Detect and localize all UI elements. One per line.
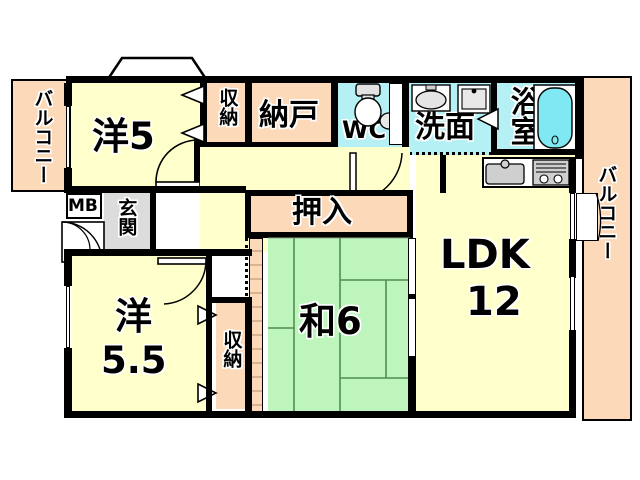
wall-room55-east-lower xyxy=(206,303,212,418)
balcony-left xyxy=(11,79,71,192)
japanese-room-6-label: 和6 xyxy=(299,300,362,343)
bathtub-fixture xyxy=(533,84,577,152)
storage-top-label: 収納 xyxy=(216,88,239,126)
wall-storage-bottom-top xyxy=(206,297,252,303)
folding-door-storage-top xyxy=(179,84,205,144)
entrance-genkan xyxy=(104,193,150,253)
western-room-5-label: 洋5 xyxy=(92,115,155,158)
western-room-5-5-label: 洋 xyxy=(115,295,152,338)
door-arc-room55 xyxy=(157,257,207,305)
wall-storage-top-bottom xyxy=(200,142,252,148)
bath-door-mark xyxy=(476,107,499,131)
balcony-door-ldk-upper xyxy=(570,193,575,241)
washroom-senmen-label: 洗面 xyxy=(415,110,475,145)
sliding-door-tatami-east-upper xyxy=(408,238,416,296)
storeroom-nando xyxy=(252,83,332,147)
wall-wc-right xyxy=(402,76,409,153)
balcony-door-ldk-lower xyxy=(570,276,575,332)
wall-genkan-top xyxy=(64,186,246,193)
closet-oshiire-label: 押入 xyxy=(292,195,352,230)
wall-bath-bottom xyxy=(497,149,581,155)
wc-door-panel xyxy=(389,83,403,145)
balcony-right xyxy=(582,76,632,421)
meter-box-label: MB xyxy=(68,196,98,216)
wall-ldk-kitchen-stub xyxy=(440,155,446,193)
wall-genkan-bottom xyxy=(64,249,252,256)
wall-ldk-east-mid xyxy=(569,239,576,278)
balcony-right-door-arc xyxy=(595,192,602,242)
wall-genkan-right xyxy=(150,193,156,253)
shoji-panel-lines xyxy=(250,250,262,406)
ldk-room xyxy=(416,155,575,416)
balcony-right-label: バルコニー xyxy=(595,165,618,260)
wall-nando-right xyxy=(331,76,338,148)
wall-west-room5-lower xyxy=(64,168,72,192)
wall-ldk-east-upper xyxy=(569,159,576,193)
closet-oshiire xyxy=(251,196,407,232)
wall-west-room55-lower xyxy=(64,348,72,418)
wash-basin-fixture xyxy=(411,84,451,112)
sliding-door-tatami-east-lower xyxy=(408,298,416,358)
storage-bottom-label: 収納 xyxy=(220,330,243,368)
toilet-fixture xyxy=(354,83,382,127)
wall-storage-top-right xyxy=(245,83,252,147)
western-room-5 xyxy=(71,83,200,189)
wall-west-room5-upper xyxy=(64,83,72,106)
washing-machine-pan xyxy=(457,84,491,114)
gas-stove-fixture xyxy=(532,159,570,186)
meter-box[interactable] xyxy=(66,193,102,219)
wall-senmen-bottom-dotted xyxy=(409,152,492,155)
western-room-5-5-size: 5.5 xyxy=(101,339,167,382)
wall-east-room5 xyxy=(194,138,201,190)
balcony-right-door-leaf xyxy=(576,193,598,241)
wall-east-outer-upper xyxy=(575,76,582,159)
ldk-label: LDK xyxy=(440,232,530,278)
wall-nando-bottom xyxy=(252,142,338,148)
storage-top xyxy=(206,83,246,147)
wall-ldk-east-lower xyxy=(569,330,576,418)
wall-tatami-east-mid xyxy=(408,294,416,300)
kitchen-sink-fixture xyxy=(485,159,525,185)
western-room-5-5 xyxy=(71,256,210,416)
wall-tatami-east-lower xyxy=(408,356,416,418)
wall-west-room55-upper xyxy=(64,256,72,286)
wall-room55-east-upper xyxy=(206,256,212,298)
storage-bottom xyxy=(216,303,246,409)
wall-storage-bottom-right xyxy=(245,297,252,418)
bath-room-label: 浴室 xyxy=(504,86,540,146)
wall-south-outer xyxy=(64,411,576,418)
wall-storage-top-left xyxy=(200,83,207,147)
wall-top-main xyxy=(66,76,581,83)
ldk-size-label: 12 xyxy=(466,279,522,325)
window-west-room55 xyxy=(66,286,70,348)
entrance-genkan-label: 玄関 xyxy=(115,198,138,236)
window-west-room5 xyxy=(66,106,70,168)
balcony-left-label: バルコニー xyxy=(31,89,54,184)
storeroom-nando-label: 納戸 xyxy=(259,98,319,133)
tatami-mat-lines xyxy=(268,237,410,416)
